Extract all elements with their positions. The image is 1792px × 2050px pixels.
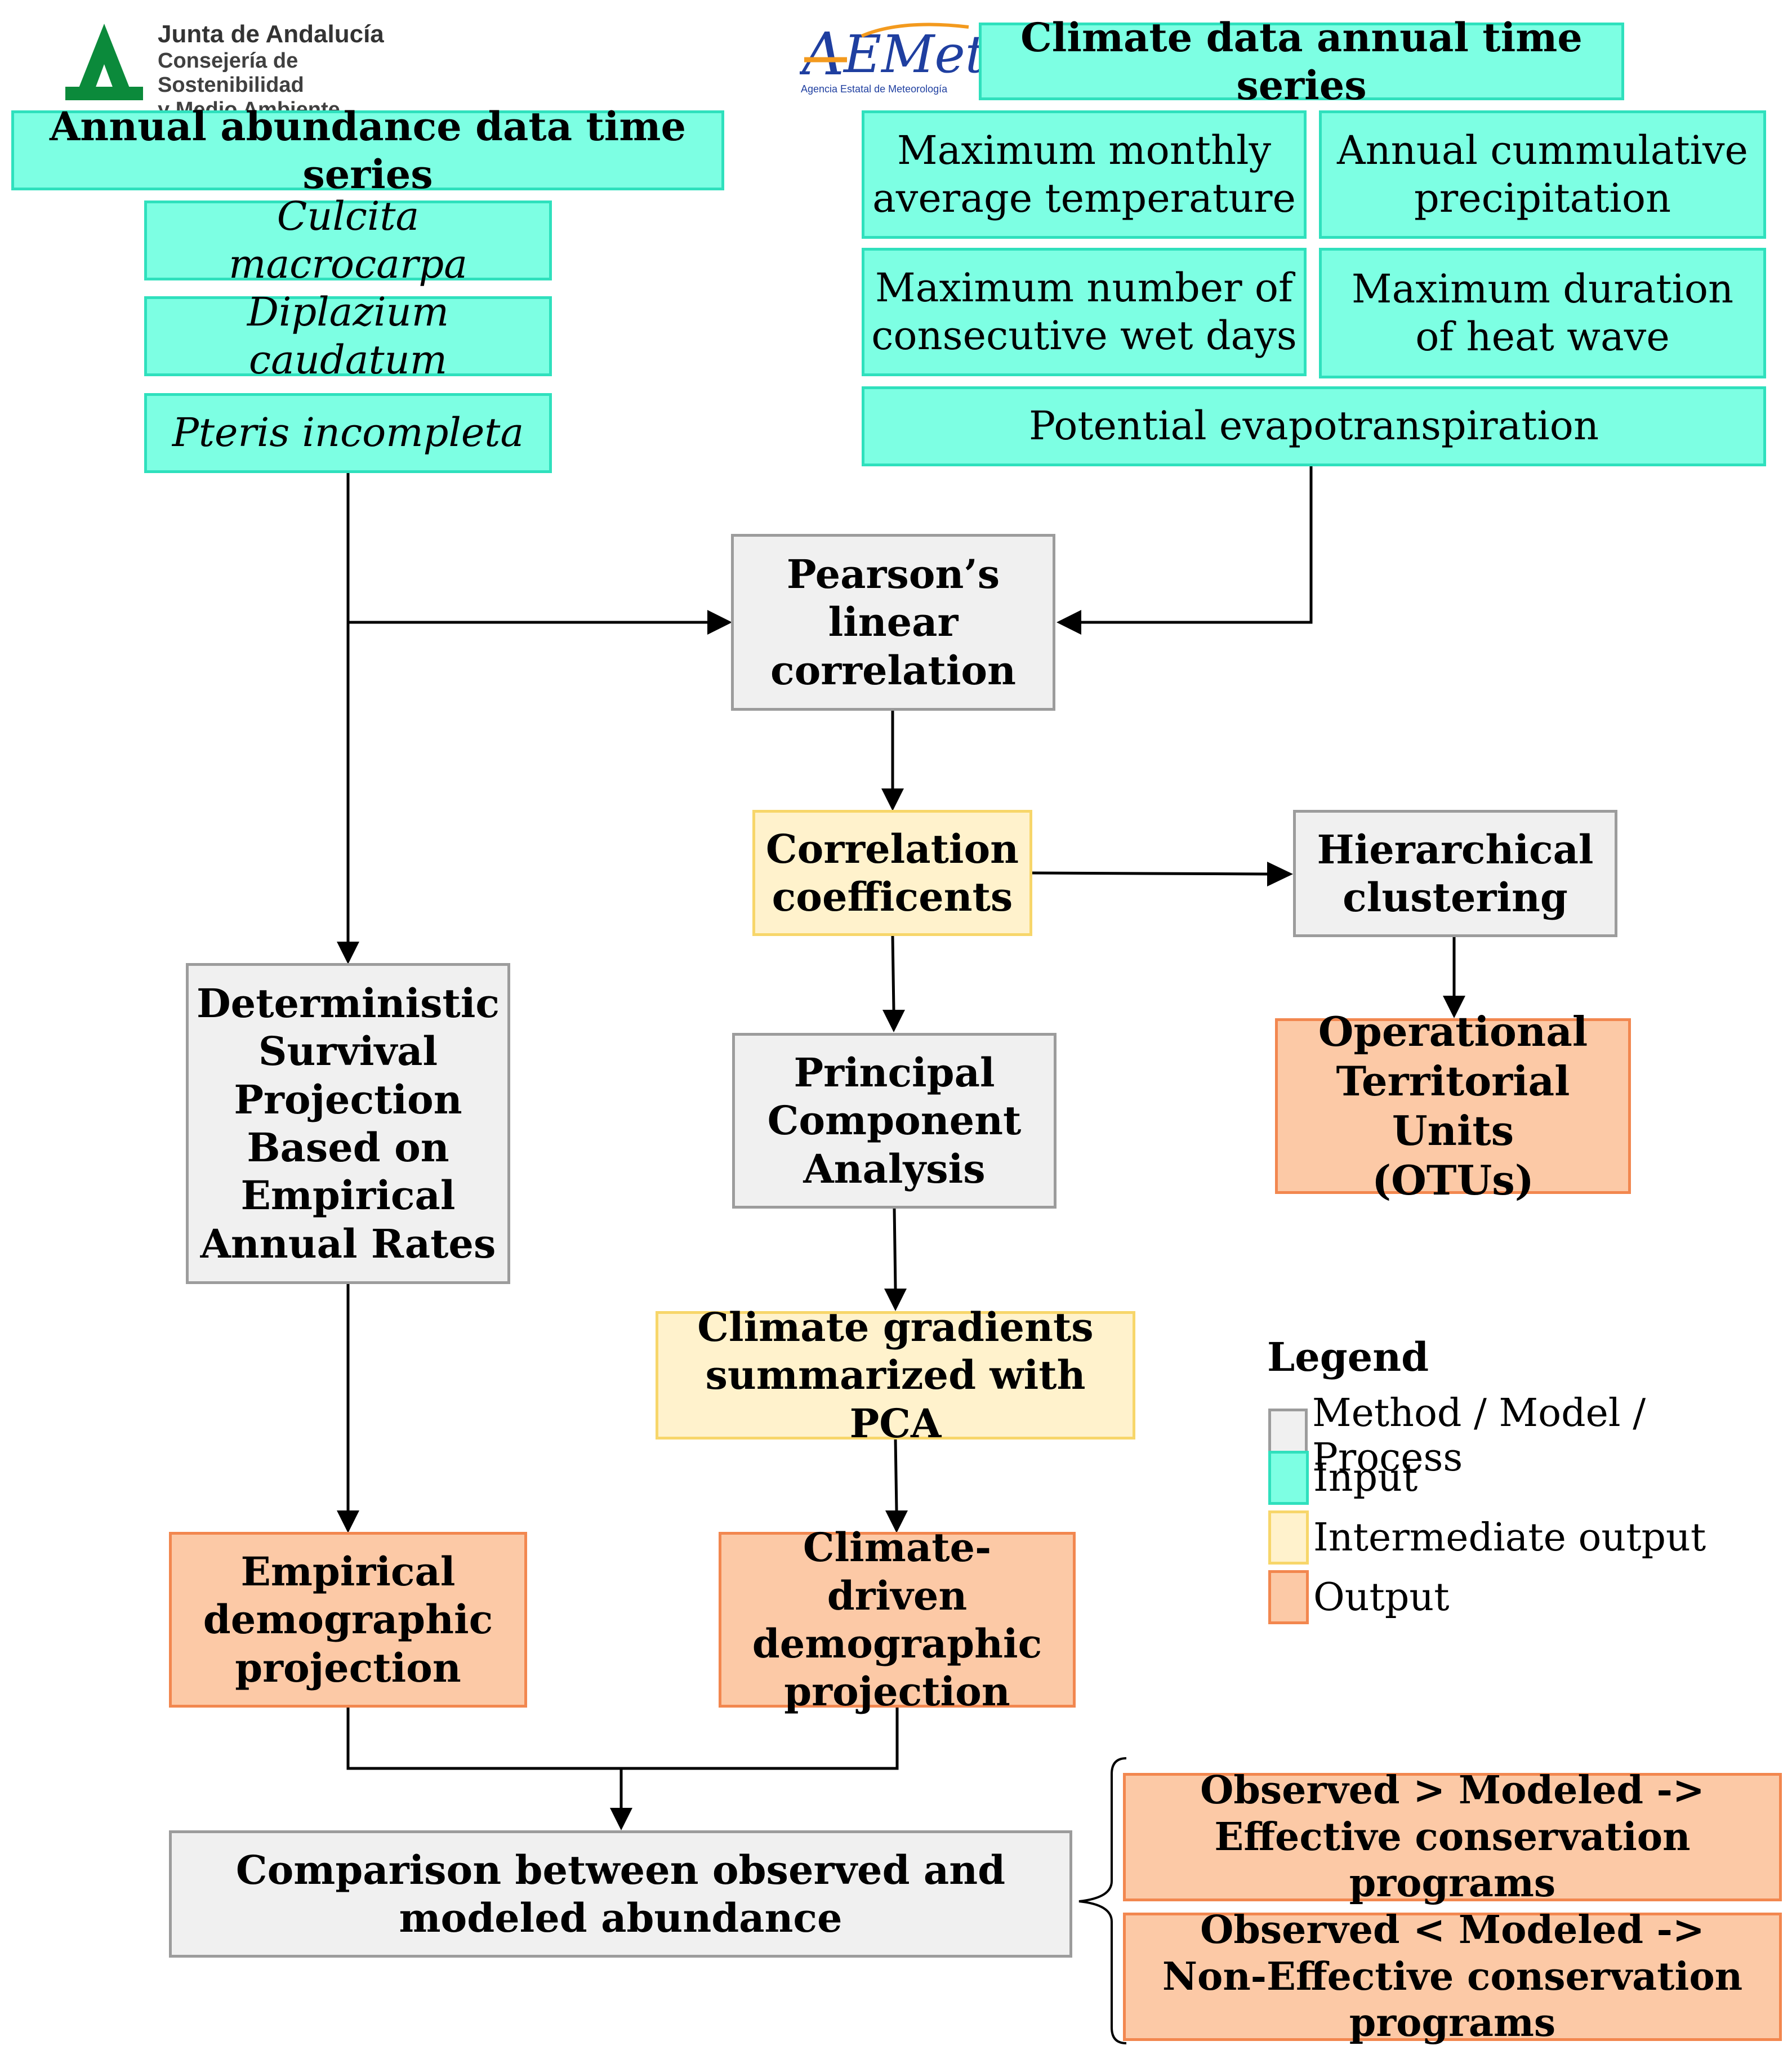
arrowhead-comparison [610,1808,632,1830]
climate-var-precip: Annual cummulative precipitation [1319,110,1766,239]
species-diplazium-caudatum: Diplazium caudatum [144,289,552,383]
connector-coefficients-to-pca [891,935,895,1010]
species-pteris-incompleta: Pteris incompleta [144,393,552,473]
arrowhead-pearson-left [707,610,732,635]
climate-var-wet-days: Maximum number of consecutive wet days [862,248,1307,376]
connector-pet-to-pearson [1081,465,1313,624]
empirical-projection-box: Empirical demographic projection [169,1532,527,1708]
climate-driven-projection-box: Climate-driven demographic projection [719,1524,1076,1715]
pearson-correlation-box: Pearson’s linear correlation [731,534,1055,711]
junta-logo-line1: Junta de Andalucía [158,20,384,48]
arrowhead-gradients [884,1289,907,1311]
junta-logo-line2: Consejería de Sostenibilidad [158,48,304,97]
svg-text:A: A [800,20,844,88]
abundance-data-header: Annual abundance data time series [11,103,724,198]
climate-var-max-temp: Maximum monthly average temperature [862,110,1307,239]
comparison-box: Comparison between observed and modeled … [169,1830,1072,1958]
brace [1078,1757,1127,2044]
arrowhead-climate-driven [885,1510,908,1533]
connector-pca-to-gradients [893,1207,897,1289]
legend-label-input: Input [1313,1455,1418,1500]
hierarchical-clustering-box: Hierarchical clustering [1293,810,1617,937]
arrowhead-pca [882,1010,905,1032]
otus-box: Operational Territorial Units (OTUs) [1275,1008,1631,1204]
pca-box: Principal Component Analysis [732,1033,1057,1209]
correlation-coefficients-box: Correlation coefficents [752,810,1032,936]
aemet-logo-subtitle: Agencia Estatal de Meteorología [801,83,948,95]
legend-title: Legend [1267,1334,1429,1380]
legend-label-method: Method / Model / Process [1312,1391,1646,1480]
climate-var-pet: Potential evapotranspiration [862,386,1766,466]
climate-var-heat-wave: Maximum duration of heat wave [1319,248,1766,378]
legend-item-input: Input [1268,1451,1417,1505]
aemet-logo: A EMet Agencia Estatal de Meteorología [797,14,987,98]
junta-logo-mark-icon [65,24,143,100]
aemet-logo-mark-icon: A EMet Agencia Estatal de Meteorología [797,20,987,95]
arrowhead-empirical [337,1510,359,1533]
non-effective-conservation-box: Observed < Modeled -> Non-Effective cons… [1123,1908,1782,2045]
legend-swatch-output [1268,1570,1309,1624]
legend-item-intermediate: Intermediate output [1268,1510,1706,1565]
climate-gradients-box: Climate gradients summarized with PCA [656,1304,1135,1447]
arrowhead-otus [1443,996,1465,1018]
deterministic-projection-box: Deterministic Survival Projection Based … [186,963,510,1284]
species-culcita-macrocarpa: Culcita macrocarpa [144,193,552,287]
climate-data-header: Climate data annual time series [979,14,1624,109]
legend-label-intermediate: Intermediate output [1313,1515,1706,1560]
arrowhead-deterministic [337,942,359,964]
legend-swatch-input [1268,1451,1309,1505]
legend-label-output: Output [1313,1575,1450,1620]
connector-outputs-to-comparison [346,1708,899,1809]
legend-item-output: Output [1268,1570,1450,1624]
legend-swatch-intermediate [1268,1510,1309,1565]
connector-coefficients-to-hier [1032,871,1271,876]
arrowhead-pearson-right [1057,610,1081,635]
effective-conservation-box: Observed > Modeled -> Effective conserva… [1123,1768,1782,1906]
arrowhead-coefficients [881,788,904,811]
arrowhead-hier [1267,862,1293,886]
connector-gradients-to-climate [894,1438,898,1511]
